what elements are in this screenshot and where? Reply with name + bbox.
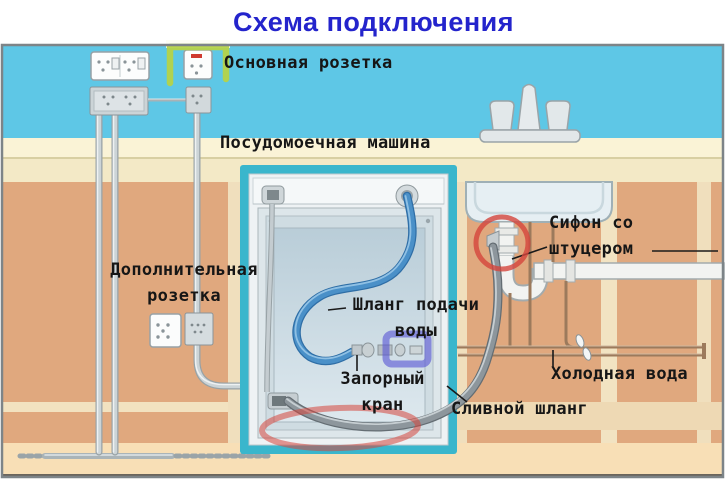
pipe-valve: [575, 334, 585, 348]
conduit-to-additional-outlet: [193, 108, 250, 390]
additional-outlet-gray: [184, 312, 214, 346]
valve-fitting: [409, 345, 423, 355]
power-cord-fitting-core: [267, 190, 279, 200]
outlet-connector: [148, 98, 187, 102]
p-trap: [499, 256, 547, 300]
label-dishwasher: Посудомоечная машина: [220, 133, 431, 153]
power-cable: [265, 203, 274, 393]
pipe-cap: [702, 343, 706, 351]
label-additional-outlet: Дополнительная розетка: [110, 260, 258, 306]
green-highlight-bracket: [166, 43, 230, 87]
main-outlet-gray-double: [89, 86, 149, 116]
wall-stud: [697, 182, 711, 443]
pipe-valve: [582, 347, 592, 361]
leader-supply-hose: [327, 307, 347, 311]
valve-fitting: [361, 342, 375, 358]
drain-hose: [283, 242, 503, 432]
label-supply-hose: Шланг подачи воды: [352, 295, 480, 341]
label-main-outlet: Основная розетка: [224, 53, 393, 73]
faucet-base: [479, 129, 581, 143]
wall-stud: [228, 182, 242, 443]
sink-basin-inner: [473, 182, 605, 215]
faucet-spout: [517, 83, 541, 131]
drain-pipe-collar: [494, 227, 519, 236]
sink-assembly: [465, 181, 725, 302]
outlet-indicator-led: [191, 54, 202, 58]
valve-fitting: [351, 344, 363, 356]
main-outlet-white-double: [90, 51, 150, 81]
countertop-edge-line: [3, 157, 722, 159]
drain-hose-fitting-core: [272, 396, 286, 406]
faucet: [479, 83, 581, 143]
leader-lines: [327, 246, 718, 403]
label-cold-water: Холодная вода: [551, 364, 688, 384]
electrical-conduits: [17, 108, 271, 459]
red-highlight-drain-hose: [259, 404, 421, 452]
main-outlet-gray-single: [185, 86, 212, 114]
page-title: Схема подключения: [0, 0, 725, 44]
conduit-vertical-pair: [95, 111, 119, 456]
blue-highlight-valve: [382, 330, 432, 368]
additional-outlet-white: [149, 313, 182, 348]
countertop-top: [3, 138, 722, 158]
leader-drain-hose: [446, 385, 468, 403]
wall-rail-right: [455, 402, 722, 430]
red-highlight-siphon: [473, 214, 531, 272]
waste-pipe: [533, 262, 725, 280]
waste-pipe-collar: [543, 259, 554, 283]
supply-hose: [292, 191, 417, 366]
diagram-border: [0, 43, 725, 479]
wall-stud: [601, 182, 617, 443]
electrical-outlets: [89, 49, 214, 348]
faucet-handle-left: [489, 100, 515, 131]
label-drain-hose: Сливной шланг: [451, 399, 588, 419]
main-outlet-switched: [183, 49, 213, 80]
waste-pipe-collar: [565, 259, 576, 283]
leader-siphon: [511, 246, 548, 260]
door-screw: [425, 218, 431, 224]
valve-fitting: [394, 343, 406, 357]
faucet-handle-right: [545, 100, 571, 131]
label-siphon: Сифон со штуцером: [549, 213, 634, 259]
label-shutoff-valve: Запорный кран: [340, 369, 425, 415]
pipe-cap: [702, 351, 706, 359]
